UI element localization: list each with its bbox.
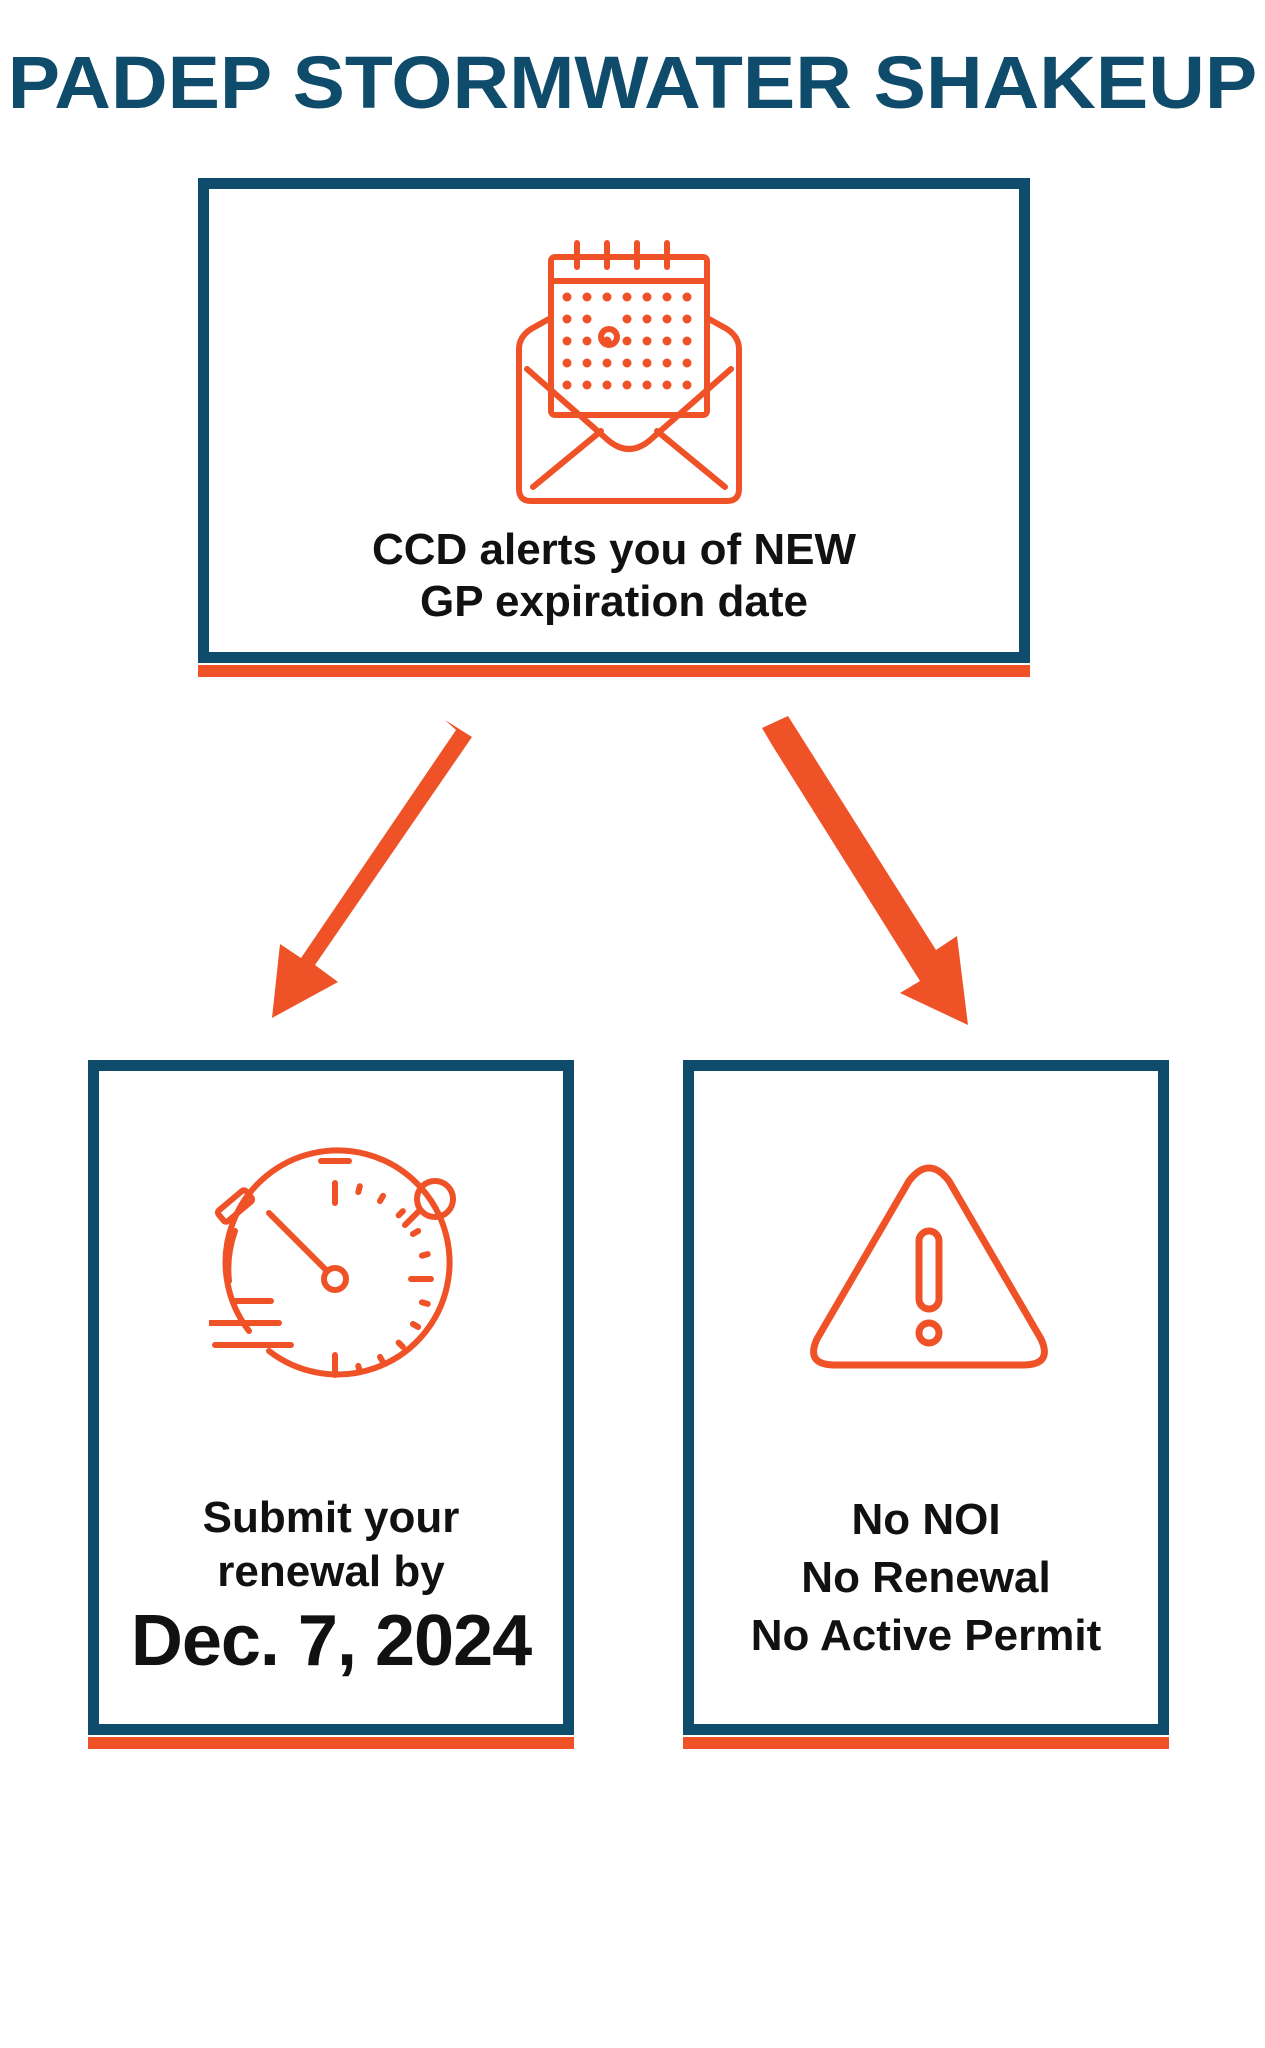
calendar-dot <box>602 292 612 302</box>
calendar-dot <box>682 380 692 390</box>
warning-triangle-icon <box>810 1164 1048 1369</box>
calendar-dot <box>682 292 692 302</box>
calendar-dot <box>662 380 672 390</box>
calendar-dot <box>622 358 632 368</box>
calendar-dot <box>642 292 652 302</box>
calendar-dot <box>642 380 652 390</box>
right-card-line3: No Active Permit <box>750 1611 1102 1660</box>
calendar-dot <box>622 336 632 346</box>
calendar-dot <box>682 314 692 324</box>
calendar-dot <box>582 358 592 368</box>
calendar-dot <box>682 358 692 368</box>
calendar-dot <box>562 358 572 368</box>
right-arrow <box>762 716 968 1025</box>
calendar-dot <box>662 314 672 324</box>
calendar-dot <box>562 336 572 346</box>
calendar-dot <box>662 292 672 302</box>
page-title: PADEP STORMWATER SHAKEUP <box>7 41 1258 124</box>
left-card-line2: renewal by <box>217 1547 445 1596</box>
calendar-dot <box>622 292 632 302</box>
left-card-text: Submit your renewal by <box>99 1491 563 1599</box>
stopwatch-tick <box>418 1299 431 1307</box>
stopwatch-tick <box>409 1321 422 1330</box>
stopwatch-tick <box>377 1353 386 1366</box>
left-arrow <box>272 720 472 1018</box>
top-card-line2: GP expiration date <box>420 577 808 626</box>
calendar-dot <box>662 336 672 346</box>
stopwatch-tick <box>355 1362 363 1375</box>
calendar-dot <box>562 292 572 302</box>
stopwatch-tick <box>395 1339 406 1350</box>
right-card: No NOI No Renewal No Active Permit <box>683 1060 1169 1749</box>
top-card-text: CCD alerts you of NEW GP expiration date <box>209 524 1019 628</box>
stopwatch-tick <box>377 1192 386 1205</box>
right-card-line2: No Renewal <box>801 1553 1051 1602</box>
calendar-dot <box>642 336 652 346</box>
stopwatch-tick <box>395 1208 406 1219</box>
top-card-line1: CCD alerts you of NEW <box>371 525 857 574</box>
calendar-dot <box>582 336 592 346</box>
calendar-dot <box>642 314 652 324</box>
calendar-dot <box>582 380 592 390</box>
calendar-dot <box>562 380 572 390</box>
calendar-dot <box>642 358 652 368</box>
calendar-dot <box>602 358 612 368</box>
left-card-line1: Submit your <box>202 1493 460 1542</box>
renewal-date: Dec. 7, 2024 <box>130 1601 532 1681</box>
calendar-dot <box>662 358 672 368</box>
calendar-dot <box>602 336 612 346</box>
left-card: Submit your renewal by Dec. 7, 2024 <box>88 1060 574 1749</box>
calendar-dot <box>582 292 592 302</box>
right-card-line1: No NOI <box>851 1495 1001 1544</box>
calendar-dot <box>622 380 632 390</box>
calendar-dot <box>602 380 612 390</box>
calendar-dot <box>682 336 692 346</box>
right-card-text: No NOI No Renewal No Active Permit <box>694 1491 1158 1665</box>
stopwatch-tick <box>418 1251 431 1259</box>
stopwatch-tick <box>409 1228 422 1237</box>
calendar-dot <box>562 314 572 324</box>
top-card: CCD alerts you of NEW GP expiration date <box>198 178 1030 677</box>
stopwatch-tick <box>355 1183 363 1196</box>
stopwatch-icon <box>209 1147 456 1378</box>
envelope-calendar-icon <box>516 240 742 504</box>
calendar-dot <box>622 314 632 324</box>
calendar-dot <box>582 314 592 324</box>
